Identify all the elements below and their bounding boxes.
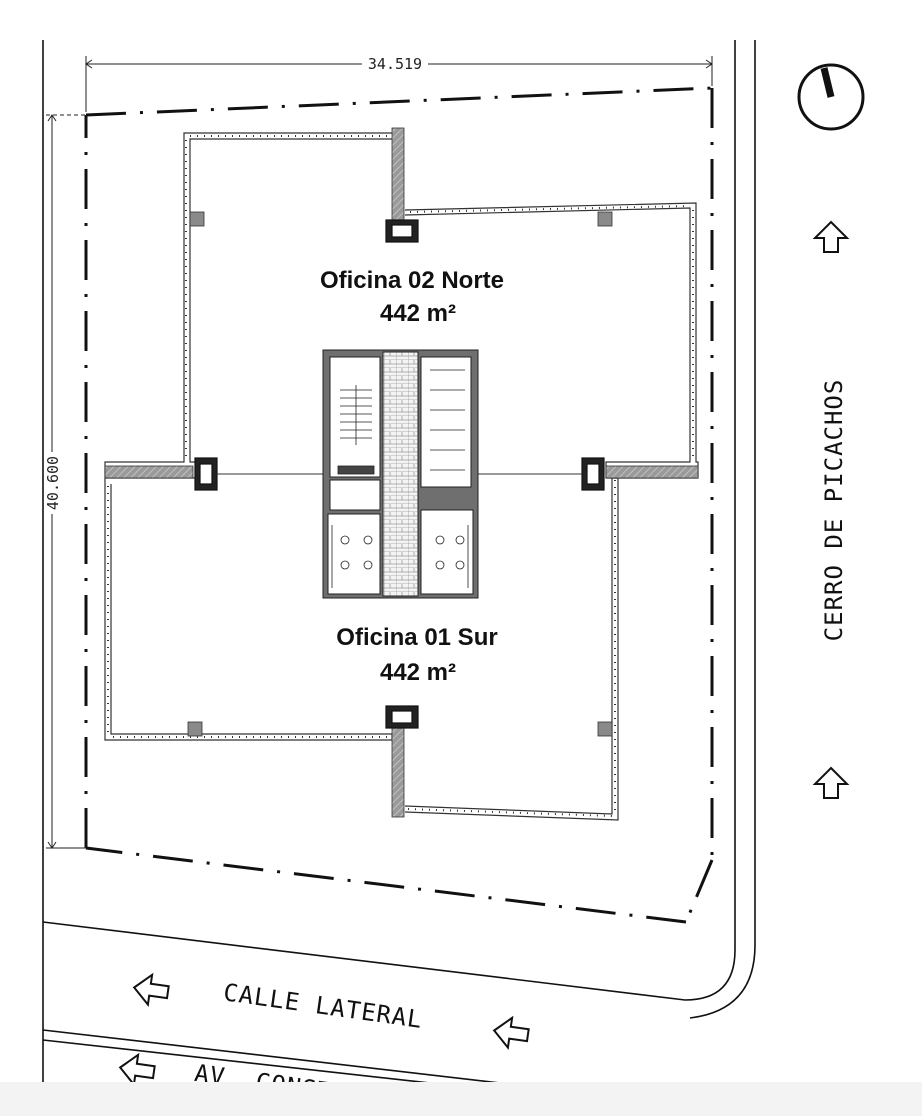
dimension-label-bg-vertical [44, 452, 60, 514]
office-south-name: Oficina 01 Sur [336, 624, 497, 651]
property-line [84, 86, 714, 924]
bottom-scroll-fade [0, 1082, 922, 1116]
street-label-lateral: CALLE LATERAL [222, 978, 425, 1034]
street-label-east: CERRO DE PICACHOS [820, 379, 848, 642]
direction-arrow-icon [132, 972, 170, 1008]
office-north-area: 442 m² [380, 300, 456, 327]
office-north-name: Oficina 02 Norte [320, 267, 504, 294]
dimension-label-bg [362, 55, 428, 73]
columns [187, 211, 613, 737]
site-boundary-lines [42, 40, 756, 1116]
direction-arrow-icon [812, 220, 850, 253]
office-south-area: 442 m² [380, 659, 456, 686]
north-arrow-icon [797, 63, 865, 131]
height-dimension-label: 40.600 [44, 456, 62, 510]
direction-arrow-icon [492, 1015, 530, 1051]
width-dimension-label: 34.519 [368, 55, 422, 73]
column-details [194, 219, 605, 729]
direction-arrow-icon [812, 766, 850, 799]
service-core [322, 349, 479, 599]
structural-walls [104, 127, 699, 818]
